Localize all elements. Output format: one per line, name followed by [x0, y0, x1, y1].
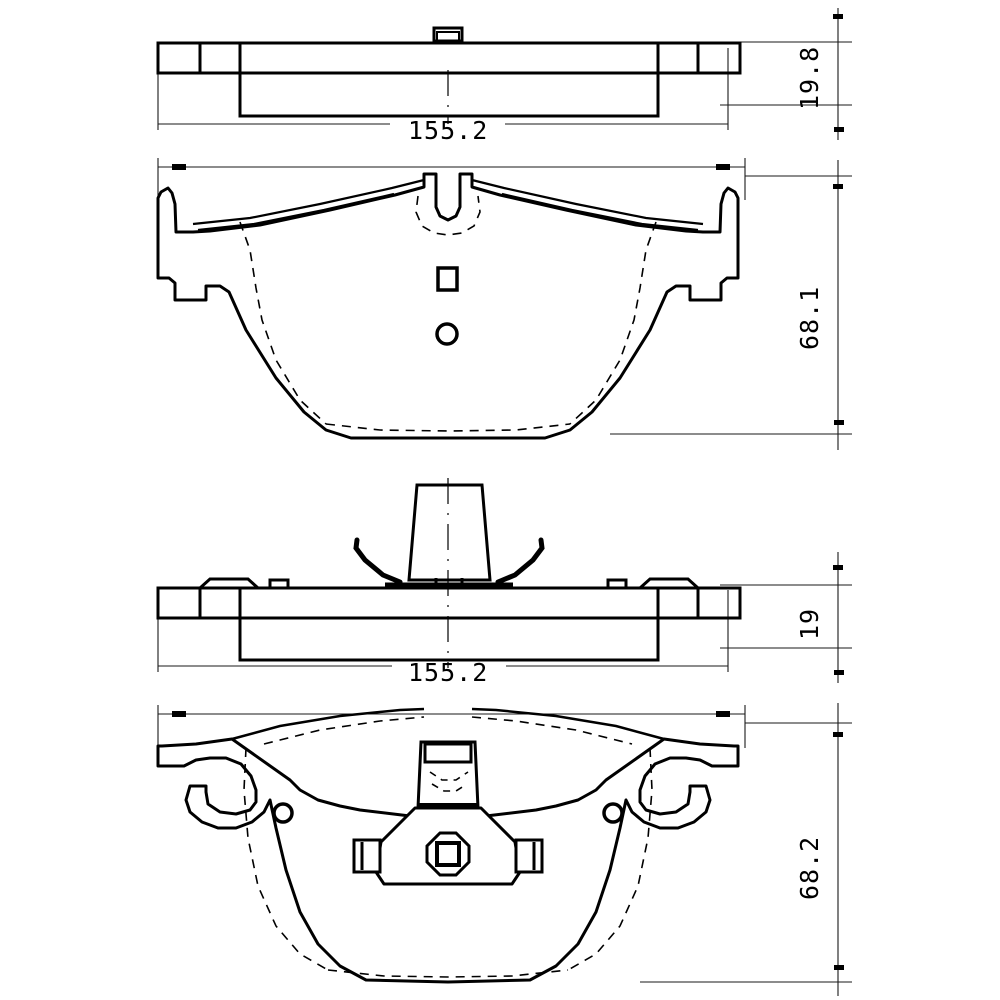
- upper-pad-side-view: [156, 26, 742, 118]
- lower-pad-hidden-top-band-right: [471, 716, 633, 745]
- lower-pad-bracket-tab-right: [514, 838, 544, 874]
- arrow-68-1-bottom: [834, 420, 844, 425]
- lower-pad-friction-band-left: [231, 707, 425, 741]
- lower-pad-ear-right-chamfer: [638, 577, 700, 590]
- upper-pad-friction-band-left: [192, 178, 425, 226]
- dimension-lines: [157, 8, 852, 996]
- lower-pad-pip-left: [268, 578, 290, 588]
- upper-pad-outline: [156, 172, 740, 440]
- lower-pad-backing-plate: [156, 586, 742, 620]
- lower-pad-sensor-square-hole: [435, 841, 461, 867]
- lower-pad-bracket-tab-left: [352, 838, 382, 874]
- lower-pad-spring-clip-left: [353, 537, 403, 585]
- lower-pad-round-hole-left: [272, 802, 294, 824]
- lower-pad-front-view: [156, 707, 740, 984]
- upper-pad-hidden-left-edge: [239, 221, 327, 425]
- arrow-width-lower-right: [716, 711, 730, 717]
- lower-pad-spring-clip-right: [495, 537, 545, 585]
- dimension-label-68-1: 68.1: [795, 285, 824, 350]
- arrow-68-2-bottom: [834, 965, 844, 970]
- lower-pad-ear-left-chamfer: [198, 577, 260, 590]
- lower-pad-round-hole-right: [602, 802, 624, 824]
- upper-pad-hidden-right-edge: [569, 221, 657, 425]
- upper-pad-friction-band-left-2: [197, 192, 395, 232]
- upper-pad-hidden-notch-arc: [415, 195, 481, 236]
- upper-pad-friction-band-right: [471, 178, 704, 226]
- dimension-label-19-8: 19.8: [795, 45, 824, 110]
- lower-pad-pip-right: [606, 578, 628, 588]
- arrow-68-2-top: [833, 732, 843, 737]
- arrow-width-upper-left: [172, 164, 186, 170]
- upper-pad-square-hole: [436, 266, 459, 292]
- arrow-19-8-bottom: [834, 127, 844, 132]
- arrow-68-1-top: [833, 184, 843, 189]
- lower-pad-central-boss: [407, 483, 492, 582]
- lower-pad-friction-band-right: [471, 707, 665, 741]
- dimension-label-19: 19: [795, 607, 824, 640]
- lower-pad-side-view: [156, 483, 742, 662]
- upper-pad-retaining-lug: [432, 26, 464, 43]
- arrow-width-upper-right: [716, 164, 730, 170]
- arrow-width-lower-left: [172, 711, 186, 717]
- lower-pad-friction-block: [238, 618, 660, 662]
- arrow-19-8-top: [833, 14, 843, 19]
- upper-pad-front-view: [156, 172, 740, 440]
- upper-pad-lug-inner: [436, 31, 460, 42]
- upper-pad-backing-plate: [156, 41, 742, 75]
- arrow-19-top: [833, 565, 843, 570]
- lower-pad-neck-hidden-arcs: [429, 771, 469, 792]
- lower-pad-hidden-top-band-left: [263, 716, 425, 745]
- lower-pad-hidden-bottom-edge: [327, 969, 569, 978]
- dimension-arrow-ticks: [172, 14, 844, 970]
- dimension-label-155-2-lower: 155.2: [408, 658, 489, 687]
- lower-pad-neck-window: [423, 742, 473, 764]
- upper-pad-friction-block: [238, 73, 660, 118]
- upper-pad-round-hole: [435, 322, 459, 346]
- upper-pad-hidden-bottom-edge: [325, 423, 571, 432]
- upper-pad-friction-band-right-2: [501, 192, 699, 232]
- arrow-19-bottom: [834, 670, 844, 675]
- dimension-label-155-2-upper: 155.2: [408, 116, 489, 145]
- dimension-label-68-2: 68.2: [795, 835, 824, 900]
